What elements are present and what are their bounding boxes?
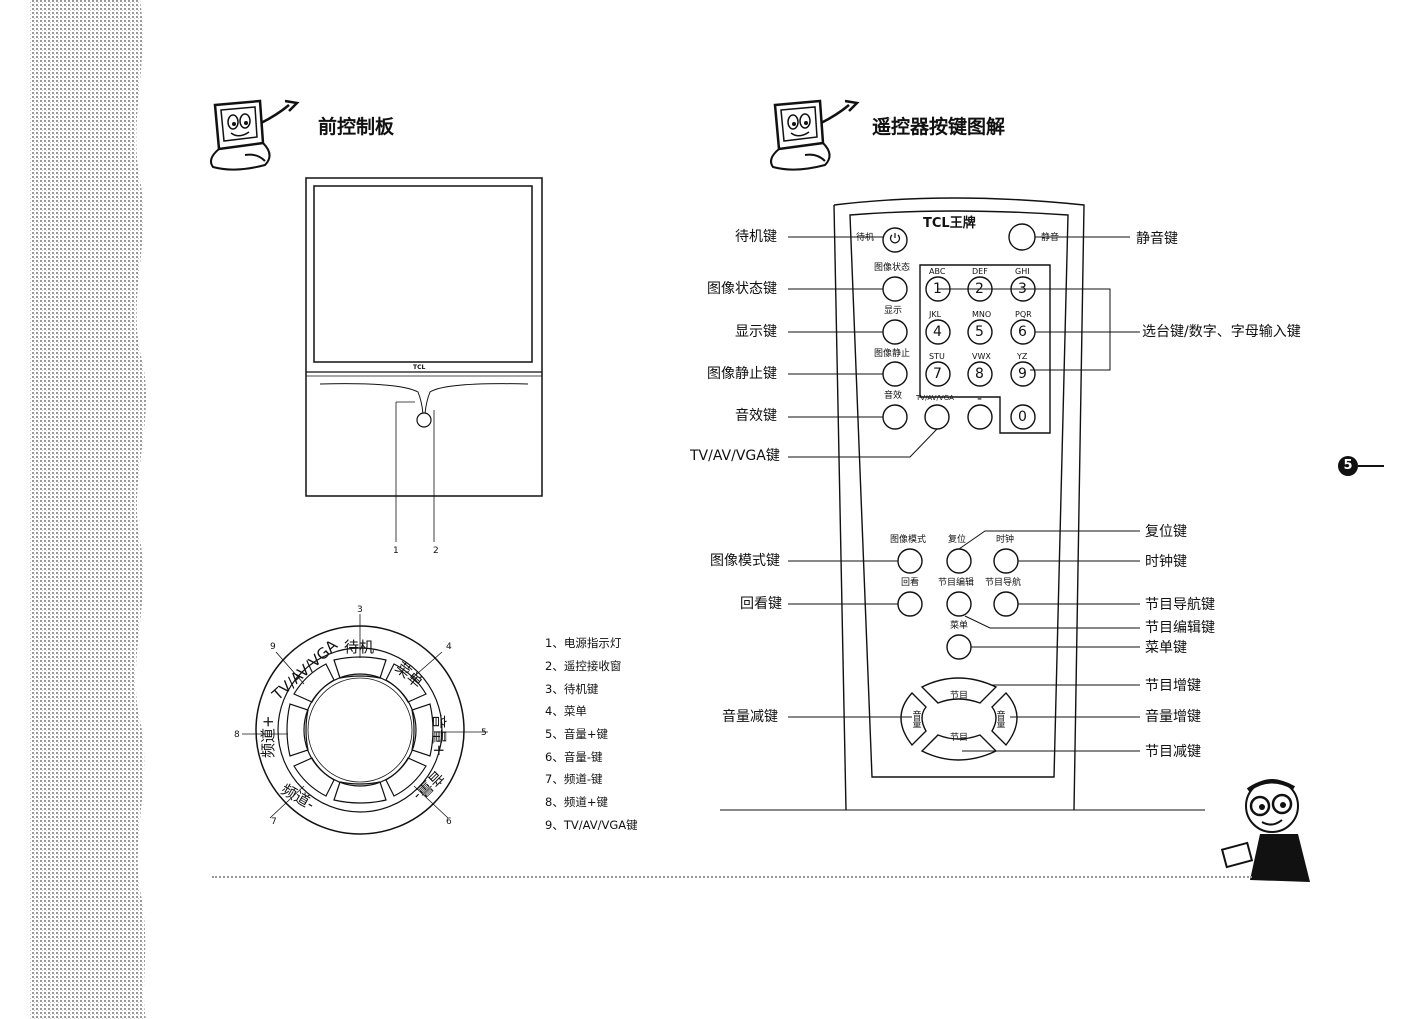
digit-button-2[interactable]: 2 — [975, 281, 984, 297]
remote-brand: TCL王牌 — [923, 216, 976, 231]
letter-label: PQR — [1015, 310, 1032, 319]
legend-item: 6、音量-键 — [545, 750, 603, 764]
ring-control-diagram — [242, 614, 488, 835]
ring-num-6: 6 — [446, 817, 452, 827]
ring-num-5: 5 — [481, 728, 487, 738]
label-recall-key: 回看键 — [740, 596, 782, 612]
label-picture-state-key: 图像状态键 — [707, 281, 777, 297]
legend-item: 9、TV/AV/VGA键 — [545, 818, 638, 832]
prog-up-button[interactable]: 节目 — [950, 691, 969, 701]
ring-num-3: 3 — [357, 605, 363, 615]
digit-button-8[interactable]: 8 — [975, 366, 984, 382]
ring-label-standby: 待机 — [344, 638, 375, 656]
front-panel-title: 前控制板 — [318, 116, 395, 138]
vol-down-button[interactable]: 音量 — [912, 711, 922, 730]
tv-mascot-icon — [770, 99, 860, 171]
pic-mode-button[interactable]: 图像模式 — [890, 535, 927, 545]
standby-button[interactable]: 待机 — [856, 233, 875, 243]
callout-1: 1 — [393, 546, 399, 556]
ring-num-4: 4 — [446, 642, 452, 652]
digit-button-dash[interactable]: - — [977, 391, 983, 407]
page-number: 5 — [1343, 458, 1353, 473]
legend-item: 4、菜单 — [545, 704, 587, 718]
page-number-rule — [1358, 465, 1384, 467]
letter-label: MNO — [972, 310, 992, 319]
label-prog-up-key: 节目增键 — [1145, 678, 1201, 694]
sound-button[interactable]: 音效 — [884, 391, 903, 401]
label-standby-key: 待机键 — [735, 229, 777, 245]
letter-label: GHI — [1015, 267, 1030, 276]
digit-button-4[interactable]: 4 — [933, 324, 942, 340]
remote-title: 遥控器按键图解 — [872, 116, 1006, 138]
legend-item: 1、电源指示灯 — [545, 636, 622, 650]
clock-button[interactable]: 时钟 — [996, 535, 1015, 545]
letter-label: ABC — [929, 267, 946, 276]
reset-button[interactable]: 复位 — [948, 535, 967, 545]
label-vol-up-key: 音量增键 — [1145, 709, 1201, 725]
label-mute-key: 静音键 — [1136, 231, 1178, 247]
mascot-reading-icon — [1220, 779, 1310, 882]
digit-button-3[interactable]: 3 — [1018, 281, 1027, 297]
legend-item: 2、遥控接收窗 — [545, 659, 622, 673]
legend-item: 7、频道-键 — [545, 772, 603, 786]
digit-button-5[interactable]: 5 — [975, 324, 984, 340]
label-number-key: 选台键/数字、字母输入键 — [1142, 324, 1301, 340]
tvav-button[interactable]: TV/AV/VGA — [916, 394, 954, 402]
menu-button[interactable]: 菜单 — [950, 621, 969, 631]
label-vol-down-key: 音量减键 — [722, 709, 778, 725]
label-reset-key: 复位键 — [1145, 524, 1187, 540]
power-icon — [889, 233, 901, 244]
legend-item: 8、频道+键 — [545, 795, 608, 809]
label-prog-edit-key: 节目编辑键 — [1145, 620, 1215, 636]
label-clock-key: 时钟键 — [1145, 554, 1187, 570]
decorative-paper-edge — [30, 0, 147, 1019]
label-freeze-key: 图像静止键 — [707, 366, 777, 382]
digit-button-7[interactable]: 7 — [933, 366, 942, 382]
picture-state-button[interactable]: 图像状态 — [874, 263, 911, 273]
legend-item: 3、待机键 — [545, 682, 599, 696]
label-menu-key: 菜单键 — [1145, 640, 1187, 656]
ring-num-9: 9 — [270, 642, 276, 652]
digit-button-1[interactable]: 1 — [933, 281, 942, 297]
remote-control-diagram — [720, 197, 1205, 811]
tv-front-diagram — [305, 177, 543, 542]
digit-button-6[interactable]: 6 — [1018, 324, 1027, 340]
letter-label: DEF — [972, 267, 988, 276]
digit-button-9[interactable]: 9 — [1018, 366, 1027, 382]
vol-up-button[interactable]: 音量 — [996, 711, 1006, 730]
label-sound-key: 音效键 — [735, 408, 777, 424]
page-number-badge: 5 — [1338, 456, 1358, 476]
letter-label: JKL — [929, 310, 942, 319]
tv-brand-label: TCL — [413, 364, 426, 371]
label-prog-guide-key: 节目导航键 — [1145, 597, 1215, 613]
label-prog-down-key: 节目减键 — [1145, 744, 1201, 760]
prog-edit-button[interactable]: 节目编辑 — [938, 578, 975, 588]
ring-label-ch-up: 频道+ — [259, 715, 277, 758]
mute-button[interactable]: 静音 — [1041, 233, 1060, 243]
legend-item: 5、音量+键 — [545, 727, 608, 741]
label-pic-mode-key: 图像模式键 — [710, 553, 780, 569]
display-button[interactable]: 显示 — [884, 306, 903, 316]
ring-label-vol-up: 音量+ — [430, 714, 448, 757]
letter-label: STU — [929, 352, 945, 361]
freeze-button[interactable]: 图像静止 — [874, 349, 911, 359]
label-display-key: 显示键 — [735, 324, 777, 340]
prog-guide-button[interactable]: 节目导航 — [985, 578, 1022, 588]
footer-dotted-rule — [212, 876, 1252, 878]
recall-button[interactable]: 回看 — [901, 578, 920, 588]
digit-button-0[interactable]: 0 — [1018, 409, 1027, 425]
letter-label: YZ — [1017, 352, 1028, 361]
callout-2: 2 — [433, 546, 439, 556]
label-tvav-key: TV/AV/VGA键 — [690, 448, 780, 464]
ring-num-8: 8 — [234, 730, 240, 740]
prog-down-button[interactable]: 节目 — [950, 733, 969, 743]
letter-label: VWX — [972, 352, 991, 361]
ring-num-7: 7 — [271, 817, 277, 827]
tv-mascot-icon — [210, 99, 300, 171]
